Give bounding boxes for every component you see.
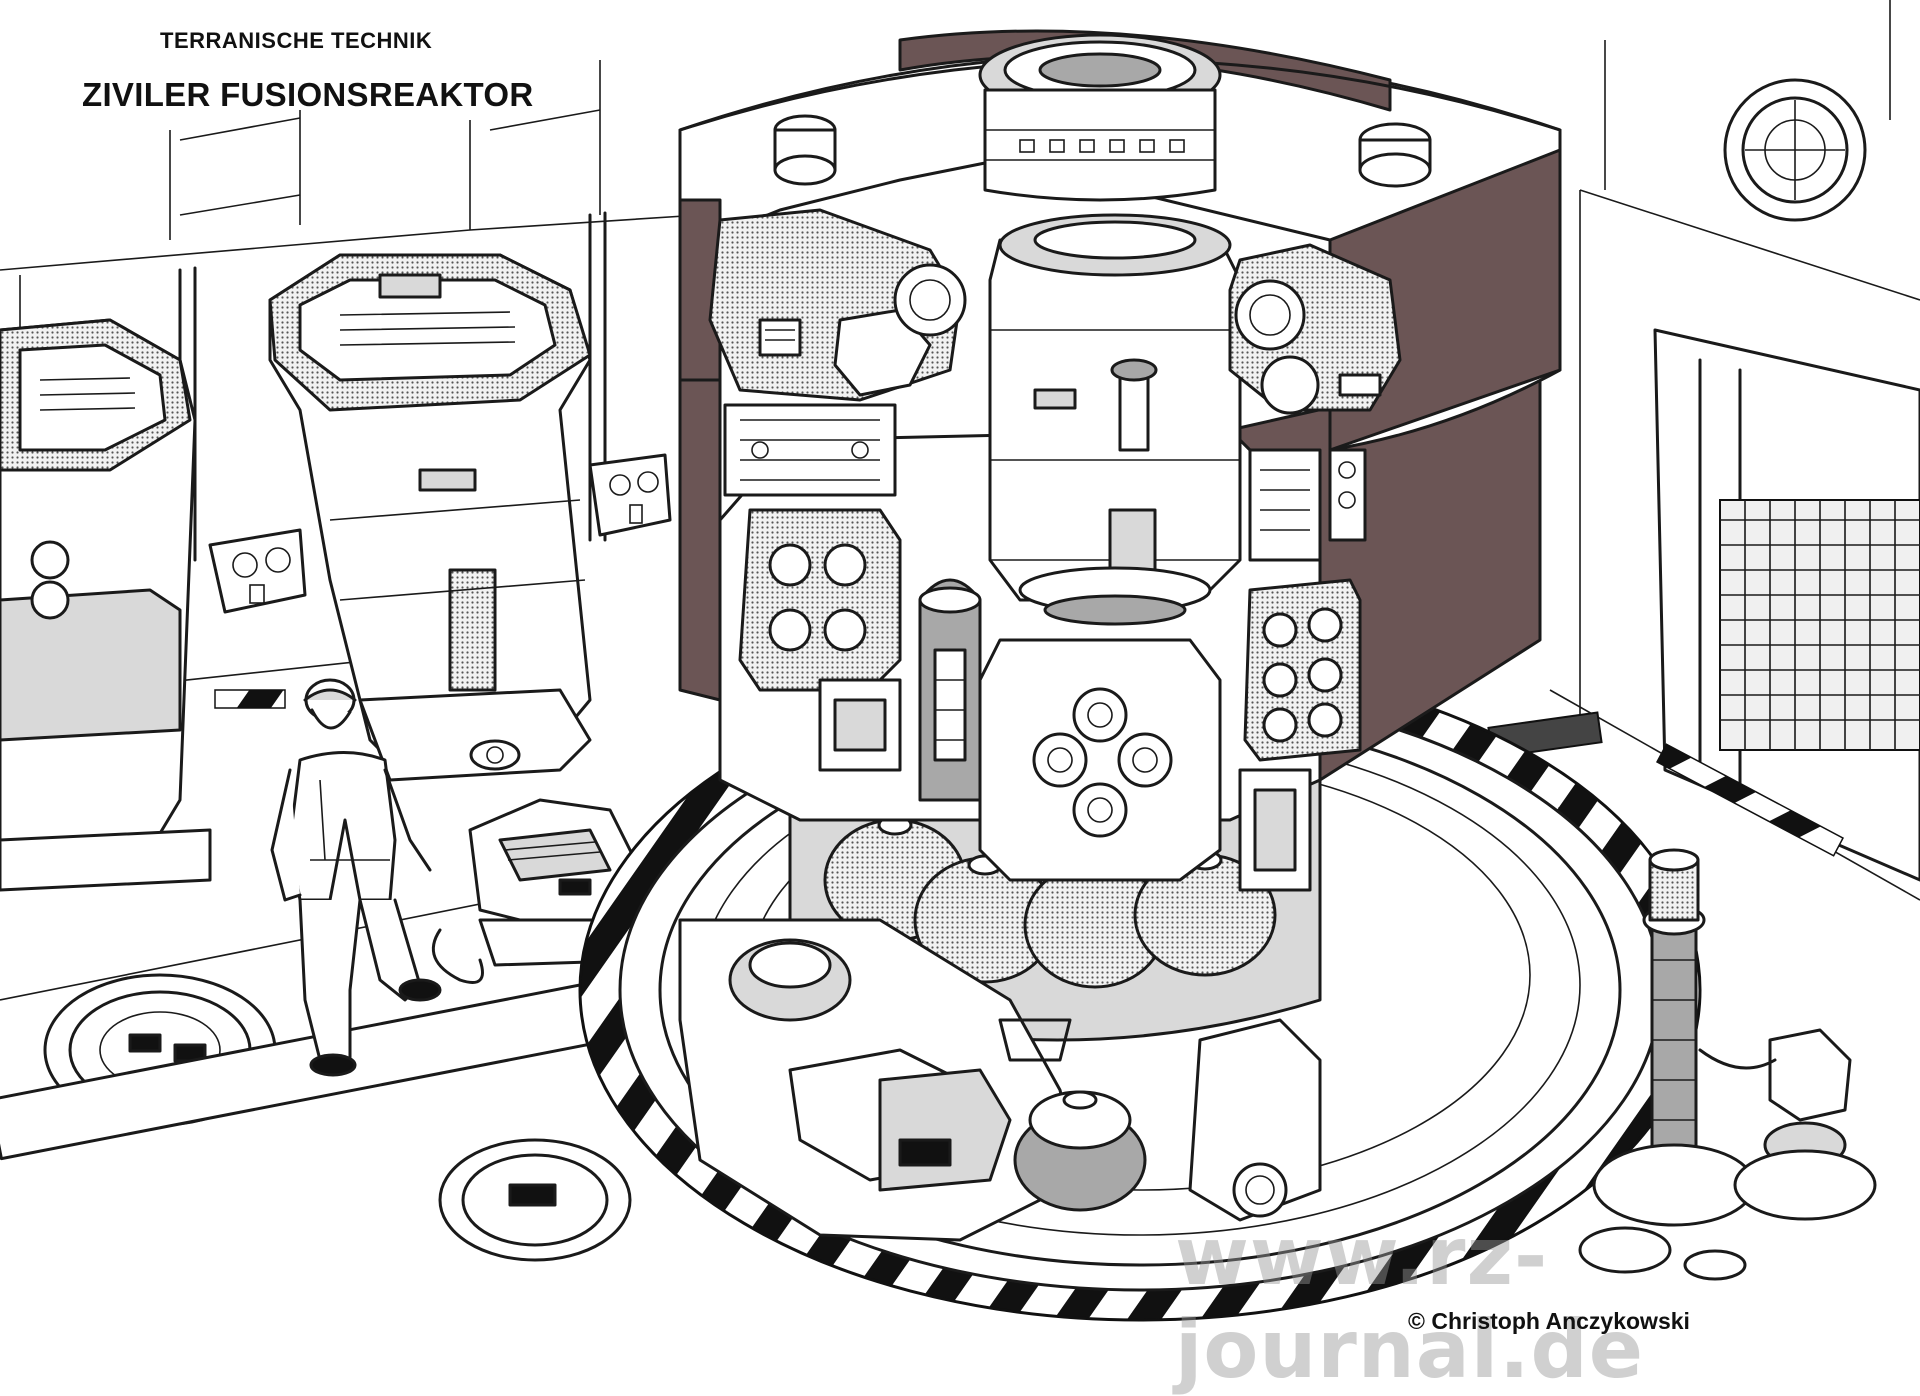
storage-pod-center (268, 253, 592, 782)
reactor-top-head (978, 33, 1222, 202)
fuel-injector-right (1578, 848, 1877, 1281)
central-port-module (978, 638, 1222, 882)
copyright-notice: © Christoph Anczykowski (1408, 1308, 1690, 1334)
storage-pod-left (0, 318, 212, 892)
room-walls (0, 0, 1920, 1001)
reactor-illustration (0, 0, 1920, 1322)
socket-panel-right (1243, 578, 1362, 762)
reactor-core (678, 29, 1562, 1242)
subtitle-heading: TERRANISCHE TECHNIK (160, 28, 433, 53)
socket-panel-left (738, 508, 902, 692)
hex-block-right (1228, 243, 1402, 415)
hex-block-left (708, 208, 967, 402)
floor-hatches (0, 973, 641, 1262)
page-title: ZIVILER FUSIONSREAKTOR (82, 76, 534, 113)
technician-figure (270, 678, 442, 1077)
site-watermark: www.rz-journal.de (1175, 1210, 1645, 1396)
